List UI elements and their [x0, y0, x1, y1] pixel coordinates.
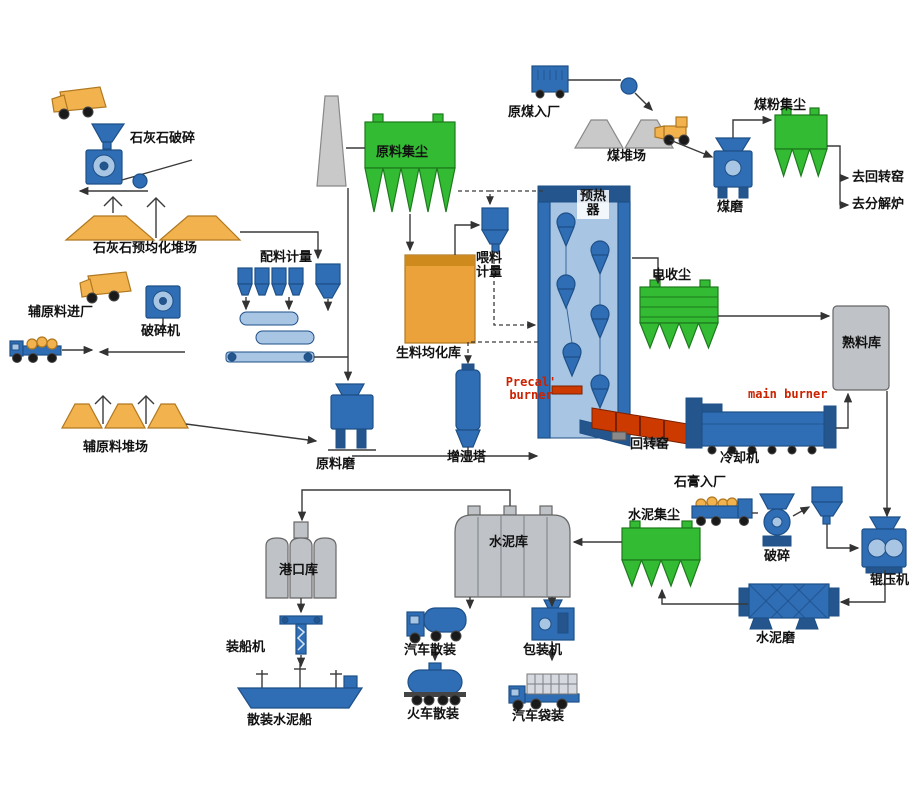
coal-mill-shape	[713, 137, 753, 199]
label-feed-metering: 喂料计量	[475, 251, 502, 281]
label-cement-silo: 水泥库	[489, 535, 529, 550]
label-coal-dust-collector: 煤粉集尘	[754, 98, 807, 113]
label-gypsum-entry: 石膏入厂	[674, 475, 727, 490]
label-preheater: 预热器	[577, 189, 609, 219]
gypsum-hopper-shape	[810, 486, 844, 525]
aux-stockpiles-shape	[60, 395, 190, 429]
electrostatic-precipitator-shape	[639, 279, 719, 350]
ship-loader-shape	[279, 615, 323, 655]
flow-connector-lines	[62, 79, 892, 668]
label-esp: 电收尘	[652, 268, 692, 283]
limestone-belt-conveyor-shape	[121, 159, 193, 189]
label-humidifier-tower: 增湿塔	[447, 450, 487, 465]
label-truck-bulk: 汽车散装	[404, 643, 457, 658]
label-limestone-crushing: 石灰石破碎	[130, 131, 196, 146]
coal-wheel-loader-shape	[654, 116, 690, 146]
label-precalciner-burner: Precal' burner	[505, 375, 557, 403]
label-gypsum-crushing: 破碎	[764, 549, 791, 564]
label-packing-machine: 包装机	[523, 643, 563, 658]
limestone-crusher-shape	[85, 149, 123, 185]
raw-mill-shape	[328, 383, 376, 451]
coal-belt-pulley-shape	[620, 77, 638, 95]
aux-material-truck-shape	[79, 271, 132, 304]
cement-mill-shape	[738, 583, 840, 630]
label-raw-coal-entry: 原煤入厂	[508, 105, 561, 120]
bulk-tank-truck-shape	[406, 607, 467, 644]
label-aux-material-entry: 辅原料进厂	[28, 305, 94, 320]
label-port-silo: 港口库	[279, 563, 319, 578]
batching-conveyor-shape	[225, 351, 315, 363]
bag-truck-shape	[508, 673, 580, 711]
packing-machine-shape	[531, 599, 575, 641]
label-train-bulk: 火车散装	[407, 707, 460, 722]
kiln-hood-shape	[685, 397, 703, 449]
limestone-stockpiles-shape	[64, 196, 242, 241]
label-batching-metering: 配料计量	[260, 250, 313, 265]
label-limestone-preblending-yard: 石灰石预均化堆场	[93, 241, 198, 256]
label-clinker-silo: 熟料库	[842, 336, 882, 351]
label-raw-mill: 原料磨	[316, 457, 356, 472]
raw-dust-collector-shape	[364, 113, 456, 213]
cement-dust-collector-shape	[621, 520, 701, 588]
gypsum-truck-shape	[691, 496, 753, 526]
coal-dust-collector-shape	[774, 107, 828, 178]
label-coal-yard: 煤堆场	[607, 149, 647, 164]
label-raw-meal-homogenization-silo: 生料均化库	[396, 346, 462, 361]
chimney-shape	[316, 95, 347, 187]
label-bulk-cement-ship: 散装水泥船	[247, 713, 313, 728]
port-silos-shape	[265, 521, 337, 599]
label-main-burner: main burner	[748, 387, 828, 401]
bulk-cement-ship-shape	[236, 664, 364, 709]
aux-flatbed-truck-shape	[9, 336, 62, 363]
label-ship-loader: 装船机	[226, 640, 266, 655]
limestone-dump-truck-shape	[51, 86, 107, 120]
label-to-rotary-kiln: 去回转窑	[852, 170, 905, 185]
preheater-tower-shape	[537, 185, 631, 447]
label-cement-mill: 水泥磨	[756, 631, 796, 646]
label-rotary-kiln: 回转窑	[630, 437, 670, 452]
label-raw-material-dust-collector: 原料集尘	[376, 145, 429, 160]
train-tank-wagon-shape	[404, 662, 466, 706]
batching-cylinders-shape	[239, 311, 315, 345]
aux-crusher-shape	[145, 285, 181, 319]
label-roller-press: 辊压机	[870, 573, 910, 588]
label-coal-mill: 煤磨	[717, 200, 744, 215]
raw-coal-feeder-shape	[531, 65, 569, 99]
clinker-silo-shape	[832, 305, 890, 391]
clinker-cooler-shape	[701, 403, 837, 455]
feed-metering-hopper-shape	[480, 207, 510, 253]
label-to-calciner: 去分解炉	[852, 197, 905, 212]
batching-bins-shape	[237, 263, 342, 299]
precalciner-burner-shape	[551, 385, 583, 395]
roller-press-shape	[861, 516, 907, 574]
cement-silo-shape	[454, 505, 571, 598]
humidifier-tower-shape	[455, 363, 481, 448]
limestone-feed-hopper-shape	[90, 123, 126, 150]
label-truck-bags: 汽车袋装	[512, 709, 565, 724]
label-cooler: 冷却机	[720, 451, 760, 466]
label-aux-material-yard: 辅原料堆场	[83, 440, 149, 455]
gypsum-crusher-shape	[759, 493, 795, 547]
label-crusher: 破碎机	[141, 324, 181, 339]
raw-meal-homogenization-silo-shape	[404, 254, 476, 344]
label-cement-dust-collector: 水泥集尘	[628, 508, 681, 523]
